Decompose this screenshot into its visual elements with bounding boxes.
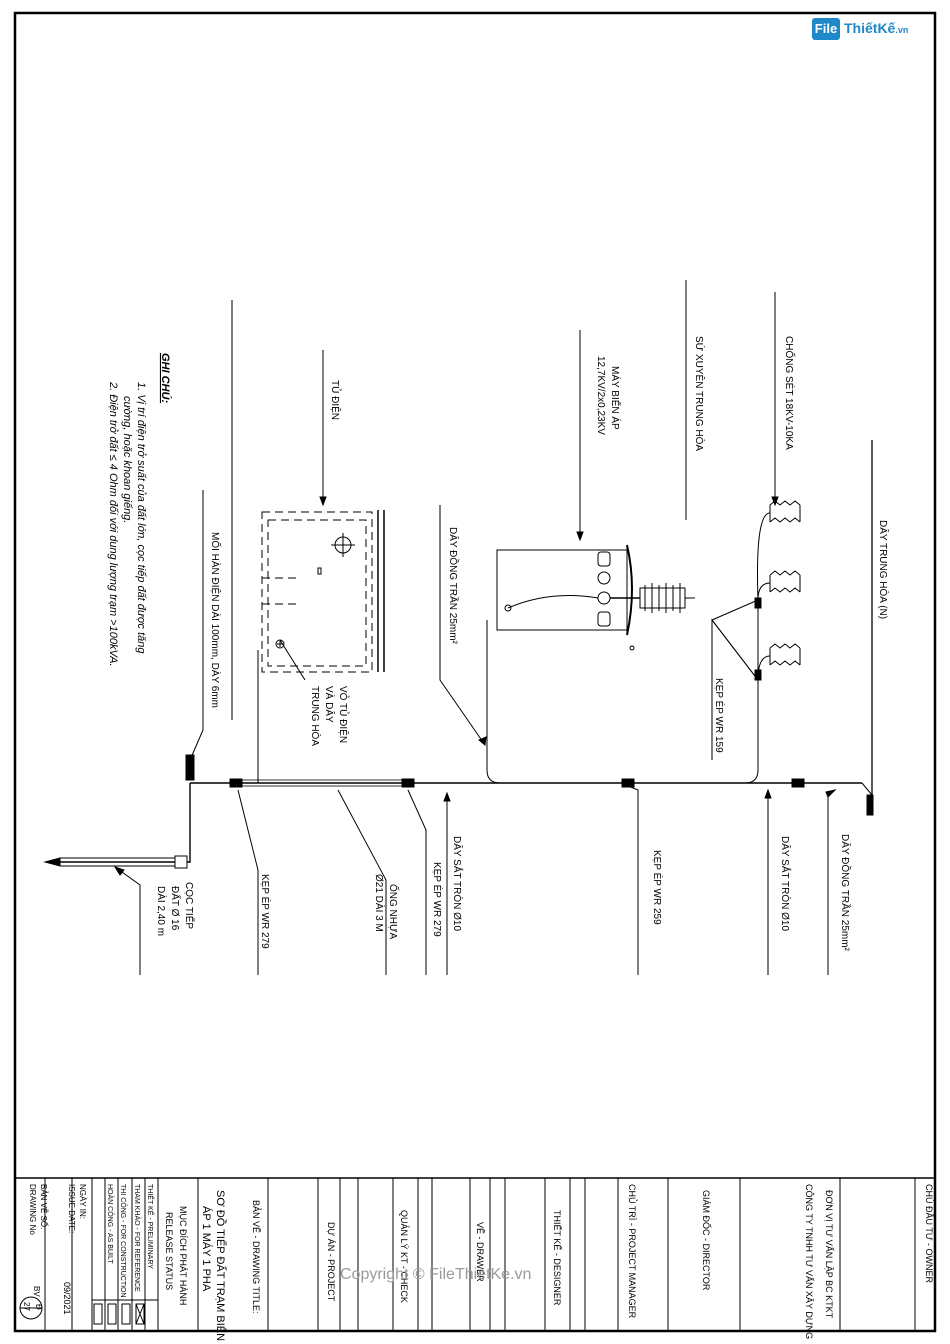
label-moi-han: MỐI HÀN ĐIỆN DÀI 100mm, DÀY 6mm	[209, 532, 223, 708]
neutral-bushing	[639, 583, 695, 613]
notes: GHI CHÚ: 1. Vị trí điện trở suất của đất…	[107, 353, 172, 667]
drawing-title-label: BẢN VẼ - DRAWING TITLE:	[251, 1200, 262, 1314]
label-chong-set: CHỐNG SÉT 18KV-10KA	[783, 336, 797, 450]
bushings	[597, 551, 611, 627]
logo-name: ThiếtKế	[844, 20, 896, 36]
notes-line-1b: cường, hoặc khoan giếng.	[121, 396, 133, 523]
sheet-border	[13, 11, 937, 1333]
label-may-bien-ap-rating: 12,7KV/2x0,23KV	[595, 356, 606, 435]
neutral-to-bus	[861, 782, 873, 796]
status-construction: THI CÔNG - FOR CONSTRUCTION	[119, 1184, 128, 1298]
diagram-labels: DÂY TRUNG HÒA (N) CHỐNG SÉT 18KV-10KA SỨ…	[155, 336, 890, 952]
label-day-dong-tran-bottom: DÂY ĐỒNG TRẦN 25mm²	[839, 834, 852, 952]
issue-date-label-2: ISSUE DATE:	[67, 1184, 76, 1233]
label-day-sat-mid: DÂY SẮT TRÒN Ø10	[451, 836, 464, 931]
drawer-label: VẼ - DRAWER	[475, 1222, 485, 1282]
weld-joint	[185, 754, 195, 781]
director-label: GIÁM ĐỐC - DIRECTOR	[701, 1190, 712, 1291]
label-day-dong-tran-top: DÂY ĐỒNG TRẦN 25mm²	[447, 527, 460, 645]
label-kep-ep-wr279-mid: KẸP ÉP WR 279	[431, 862, 444, 937]
label-ong-nhua-2: Ø21 DÀI 3 M	[373, 874, 386, 932]
drawing-no-label-1: BẢN VẼ SỐ:	[39, 1184, 49, 1229]
drawing-no-label-2: DRAWING No	[28, 1184, 37, 1235]
label-tu-dien: TỦ ĐIỆN	[329, 380, 342, 420]
logo-mark-icon: File	[812, 18, 840, 40]
drawing-no-top: Đ	[34, 1304, 43, 1310]
notes-line-2: 2. Điện trở đất ≤ 4 Ohm đối với dung lượ…	[107, 381, 119, 667]
label-su-xuyen: SỨ XUYÊN TRUNG HÒA	[693, 336, 706, 451]
release-status-line-2: RELEASE STATUS	[164, 1212, 174, 1290]
leader-ong-nhua	[337, 789, 387, 975]
label-kep-ep-wr159: KẸP ÉP WR 159	[713, 678, 726, 753]
leader-vo-tu	[279, 639, 306, 681]
leader-kep-ep-wr259	[627, 785, 639, 975]
watermark: Copyright © FileThietKe.vn	[340, 1266, 532, 1283]
site-logo: File ThiếtKế.vn	[812, 14, 922, 44]
label-vo-tu-3: TRUNG HÒA	[309, 686, 322, 746]
label-kep-ep-wr279-left: KẸP ÉP WR 279	[259, 874, 272, 949]
status-reference: THAM KHẢO - FOR REFERENCE	[133, 1184, 142, 1292]
label-kep-ep-wr259: KẸP ÉP WR 259	[651, 850, 664, 925]
clamps	[229, 597, 874, 816]
surge-arresters	[757, 500, 801, 681]
leader-kep-ep-wr279-mid	[407, 789, 427, 975]
drawing-title-line-1: SƠ ĐỒ TIẾP ĐẤT TRẠM BIẾN	[214, 1190, 227, 1341]
leader-moi-han	[189, 490, 204, 761]
leader-day-dong-tran-bottom	[827, 789, 836, 975]
label-vo-tu-2: VÀ DÂY	[323, 686, 336, 723]
title-block	[15, 1177, 935, 1331]
label-coc-tiep-3: DÀI 2,40 m	[155, 886, 168, 936]
ground-rod	[60, 783, 191, 863]
release-status-line-1: MỤC ĐÍCH PHÁT HÀNH	[178, 1206, 188, 1305]
transformer-tank	[496, 549, 628, 631]
label-coc-tiep-1: CỌC TIẾP	[183, 882, 196, 929]
leader-coc-tiep	[114, 866, 141, 975]
notes-line-1: 1. Vị trí điện trở suất của đất lớn, cọc…	[135, 382, 147, 654]
consultant-label: ĐƠN VỊ TƯ VẤN LẬP BC KTKT	[824, 1190, 834, 1319]
check-label: QUẢN LÝ KT - CHECK	[399, 1210, 410, 1303]
leader-day-dong-tran-top	[439, 505, 486, 746]
status-preliminary: THIẾT KẾ - PRELIMINARY	[146, 1184, 156, 1269]
electrical-panel	[261, 511, 373, 673]
label-coc-tiep-2: ĐẤT Ø 16	[169, 886, 182, 931]
designer-label: THIẾT KẾ - DESIGNER	[552, 1210, 562, 1306]
plastic-conduit	[241, 779, 403, 787]
logo-tld: .vn	[895, 25, 909, 35]
drawing-no-prefix: BV	[32, 1286, 41, 1297]
notes-title: GHI CHÚ:	[159, 353, 172, 403]
leader-kep-ep-wr279-left	[237, 789, 259, 975]
issue-date-label-1: NGÀY IN:	[78, 1184, 87, 1219]
label-vo-tu-1: VỎ TỦ ĐIỆN	[337, 686, 350, 743]
issue-date-value: 09/2021	[62, 1282, 72, 1315]
drawing-title-line-2: ÁP 1 MÁY 1 PHA	[200, 1206, 213, 1292]
label-day-trung-hoa: DÂY TRUNG HÒA (N)	[877, 520, 890, 619]
project-label: DỰ ÁN - PROJECT	[326, 1222, 336, 1302]
label-day-sat-right: DÂY SẮT TRÒN Ø10	[779, 836, 792, 931]
diagram	[43, 280, 874, 975]
project-manager-label: CHỦ TRÌ - PROJECT MANAGER	[627, 1184, 638, 1319]
label-may-bien-ap: MÁY BIẾN ÁP	[609, 366, 622, 430]
label-ong-nhua-1: ỐNG NHỰA	[387, 884, 401, 940]
status-as-built: HOÀN CÔNG - AS BUILT	[106, 1184, 115, 1264]
owner-label: CHỦ ĐẦU TƯ - OWNER	[924, 1184, 935, 1284]
consultant-company: CÔNG TY TNHH TƯ VẤN XÂY DỰNG	[804, 1184, 814, 1339]
title-block-text: CHỦ ĐẦU TƯ - OWNER ĐƠN VỊ TƯ VẤN LẬP BC …	[22, 1184, 935, 1341]
drawing-no-bottom: 27	[22, 1302, 31, 1311]
